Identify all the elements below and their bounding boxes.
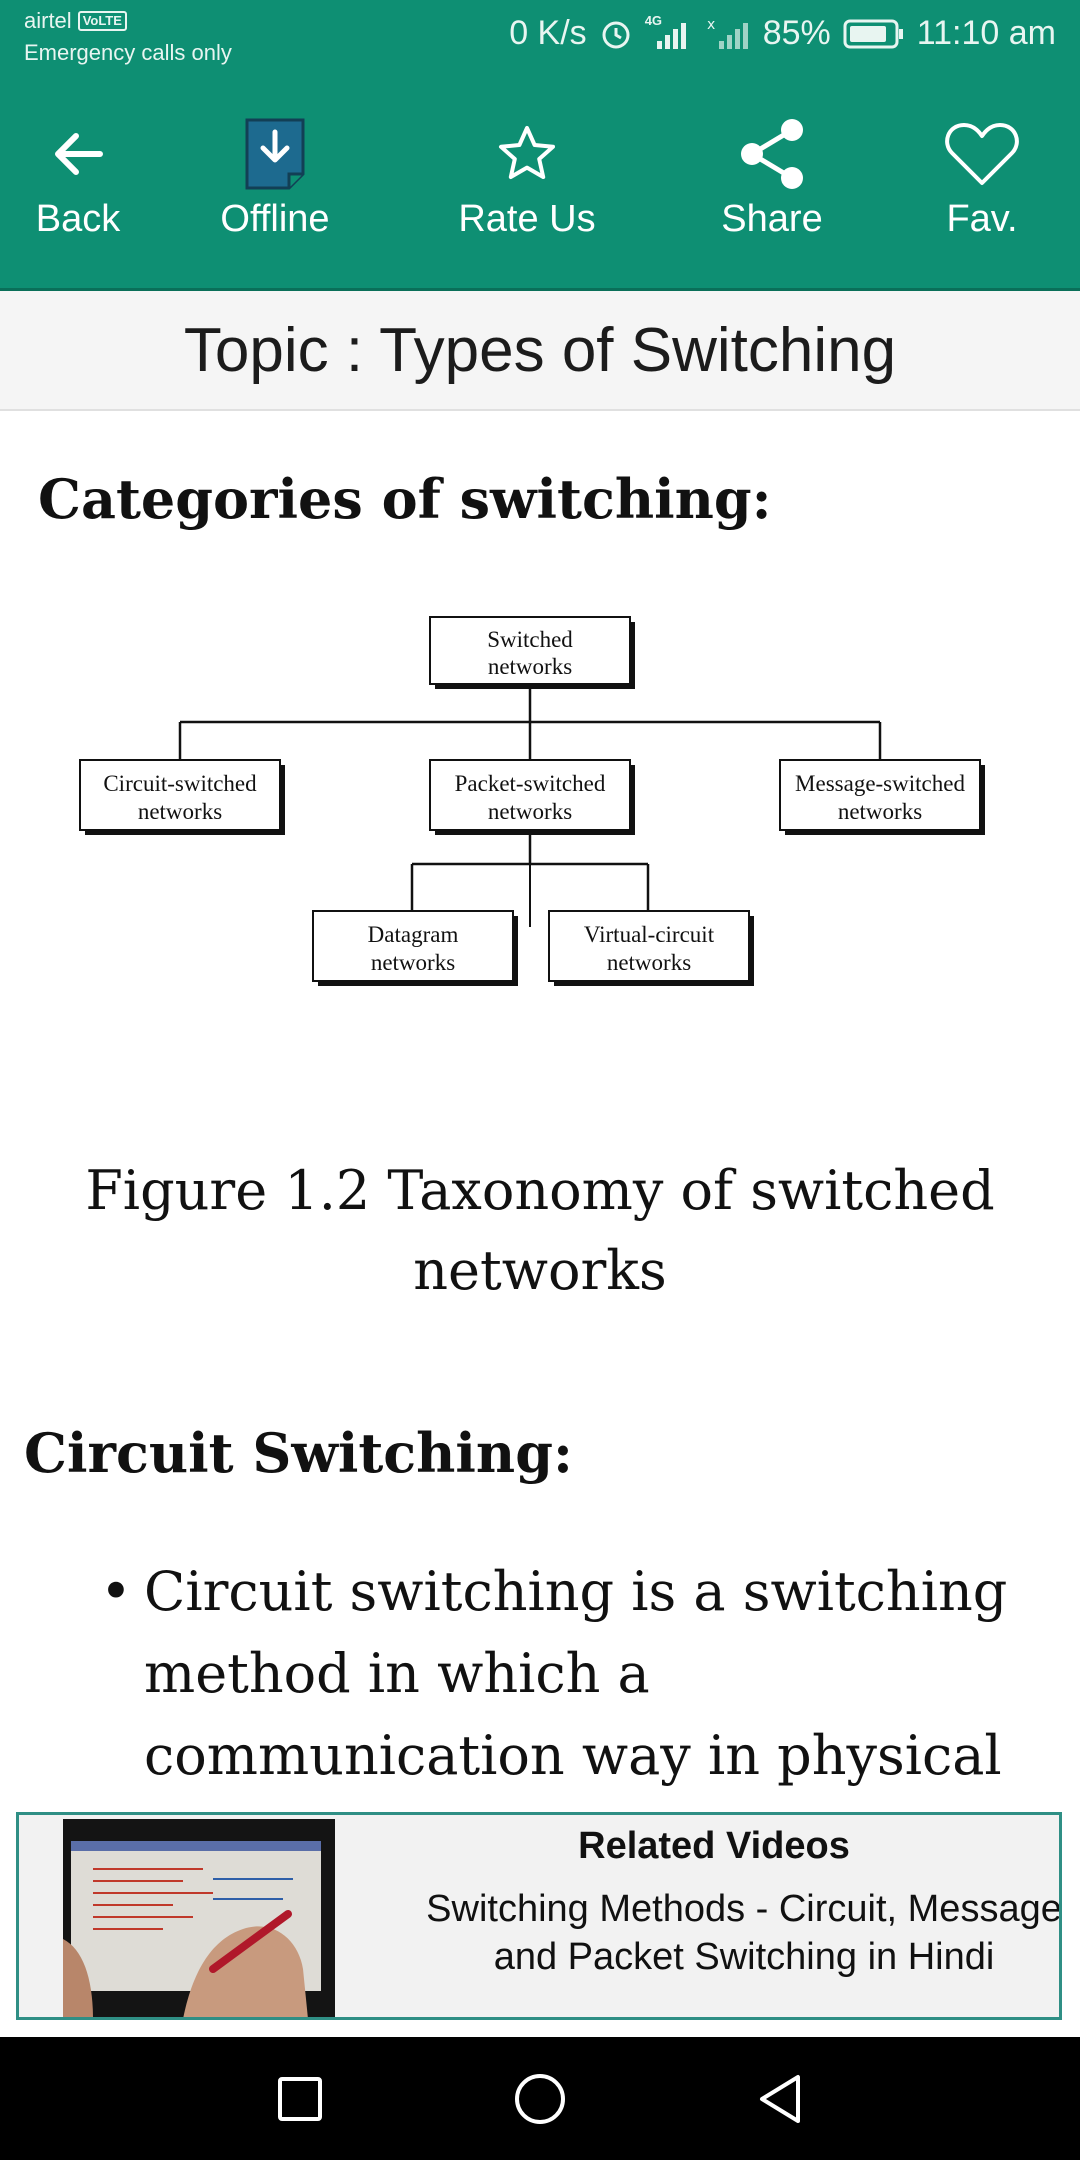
topic-header: Topic : Types of Switching bbox=[0, 291, 1080, 411]
node-message-switched: Message-switched networks bbox=[779, 759, 985, 835]
back-button[interactable]: Back bbox=[28, 114, 128, 241]
node-virtual-circuit: Virtual-circuit networks bbox=[548, 910, 754, 986]
recents-button[interactable] bbox=[268, 2067, 332, 2131]
battery-icon bbox=[843, 18, 905, 50]
carrier-info: airtel VoLTE bbox=[24, 8, 127, 34]
network-type: 4G bbox=[644, 12, 663, 28]
related-video-description[interactable]: Switching Methods - Circuit, Message and… bbox=[426, 1888, 1062, 1978]
node-circuit-switched: Circuit-switched networks bbox=[79, 759, 285, 835]
back-label: Back bbox=[35, 198, 121, 240]
action-toolbar: Back Offline Rate Us Share Fav. bbox=[0, 72, 1080, 291]
page-title: Topic : Types of Switching bbox=[183, 315, 897, 385]
diagram-nodes: Switched networks Circuit-switched netwo… bbox=[79, 616, 985, 986]
alarm-icon bbox=[599, 17, 633, 51]
circle-icon bbox=[515, 2074, 565, 2124]
clock: 11:10 am bbox=[916, 14, 1056, 52]
emergency-text: Emergency calls only bbox=[24, 40, 232, 65]
home-button[interactable] bbox=[508, 2067, 572, 2131]
circuit-switching-list: Circuit switching is a switching method … bbox=[100, 1551, 1060, 1811]
back-arrow-icon bbox=[28, 114, 128, 194]
svg-text:x: x bbox=[707, 17, 715, 33]
rate-us-label: Rate Us bbox=[458, 198, 596, 240]
square-icon bbox=[278, 2077, 322, 2121]
node-message-line1: Message-switched bbox=[795, 771, 965, 796]
node-root-line2: networks bbox=[488, 654, 572, 679]
node-datagram-line2: networks bbox=[371, 950, 455, 975]
signal-no-sim-icon: x bbox=[707, 17, 751, 51]
node-virtual-line1: Virtual-circuit bbox=[584, 922, 715, 947]
node-switched-networks: Switched networks bbox=[429, 616, 635, 689]
list-item: Circuit switching is a switching method … bbox=[100, 1551, 1060, 1811]
node-packet-line2: networks bbox=[488, 799, 572, 824]
node-datagram: Datagram networks bbox=[312, 910, 518, 986]
status-indicators: 0 K/s 4G x 85% 11:10 am bbox=[509, 13, 1056, 53]
diagram-connectors bbox=[178, 689, 882, 910]
offline-button[interactable]: Offline bbox=[210, 114, 340, 241]
related-videos-card[interactable]: Related Videos Switching Methods - Circu… bbox=[16, 1812, 1062, 2020]
node-datagram-line1: Datagram bbox=[368, 922, 459, 947]
node-packet-line1: Packet-switched bbox=[455, 771, 606, 796]
network-speed: 0 K/s bbox=[509, 14, 587, 52]
triangle-back-icon bbox=[760, 2075, 800, 2123]
signal-icon: 4G bbox=[645, 13, 695, 51]
offline-label: Offline bbox=[220, 198, 330, 240]
share-icon bbox=[712, 114, 832, 194]
node-packet-switched: Packet-switched networks bbox=[429, 759, 635, 835]
node-virtual-line2: networks bbox=[607, 950, 691, 975]
figure-caption: Figure 1.2 Taxonomy of switched networks bbox=[85, 1159, 995, 1302]
battery-percent: 85% bbox=[762, 14, 831, 52]
favourite-label: Fav. bbox=[946, 198, 1018, 240]
carrier-name: airtel bbox=[24, 8, 72, 33]
star-icon bbox=[450, 114, 604, 194]
back-nav-button[interactable] bbox=[748, 2067, 812, 2131]
related-videos-title: Related Videos bbox=[578, 1825, 850, 1867]
article-content: Categories of switching: Switched networ… bbox=[0, 411, 1080, 1811]
share-button[interactable]: Share bbox=[712, 114, 832, 241]
system-nav-bar bbox=[0, 2037, 1080, 2160]
favourite-button[interactable]: Fav. bbox=[930, 114, 1034, 241]
volte-badge: VoLTE bbox=[77, 11, 127, 31]
node-message-line2: networks bbox=[838, 799, 922, 824]
rate-us-button[interactable]: Rate Us bbox=[450, 114, 604, 241]
download-icon bbox=[210, 114, 340, 194]
share-label: Share bbox=[721, 198, 823, 240]
node-root-line1: Switched bbox=[487, 627, 573, 652]
circuit-switching-heading: Circuit Switching: bbox=[24, 1421, 573, 1485]
node-circuit-line1: Circuit-switched bbox=[103, 771, 257, 796]
heart-icon bbox=[930, 114, 1034, 194]
node-circuit-line2: networks bbox=[138, 799, 222, 824]
categories-heading: Categories of switching: bbox=[38, 467, 772, 531]
video-thumbnail-image bbox=[63, 1819, 335, 2017]
status-bar: airtel VoLTE Emergency calls only 0 K/s … bbox=[0, 0, 1080, 72]
switching-taxonomy-diagram: Switched networks Circuit-switched netwo… bbox=[79, 616, 985, 986]
video-thumbnail[interactable] bbox=[63, 1819, 335, 2017]
